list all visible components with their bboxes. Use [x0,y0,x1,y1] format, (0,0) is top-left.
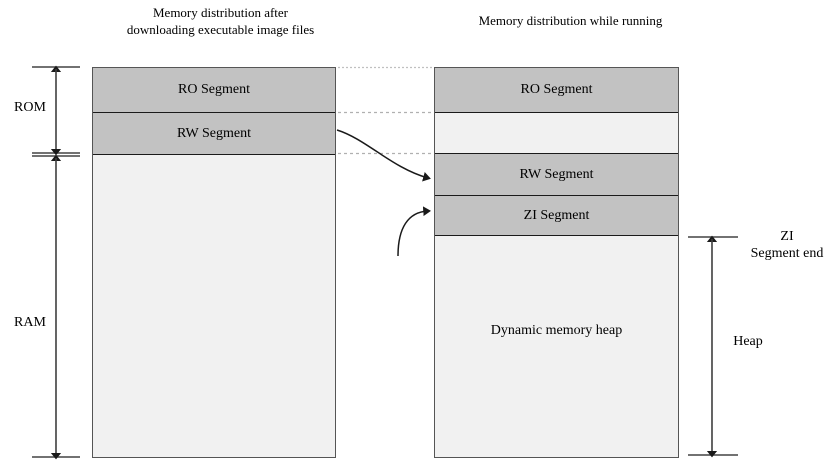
right-column-title: Memory distribution while running [478,13,663,28]
left-ro-segment: RO Segment [93,68,335,113]
zi-segment-end-label: ZI Segment end [750,229,824,261]
ram-measure-label: RAM [14,315,46,330]
right-rw-segment: RW Segment [435,154,678,196]
left-rw-segment: RW Segment [93,113,335,155]
dynamic-memory-heap-label: Dynamic memory heap [490,323,623,338]
heap-measure-label: Heap [733,334,763,349]
rom-measure-label: ROM [14,100,46,115]
left-column-title: Memory distribution after downloading ex… [126,5,315,37]
connector-dotted-lines [338,66,432,155]
memory-column-while-running: RO Segment RW Segment ZI Segment Dynamic… [434,67,679,458]
zi-creation-arrow [397,206,431,257]
ram-dimension [32,154,80,460]
rw-relocation-arrow [336,129,431,182]
right-empty-gap [435,113,678,154]
right-zi-segment: ZI Segment [435,196,678,236]
right-ro-segment: RO Segment [435,68,678,113]
memory-column-after-download: RO Segment RW Segment [92,67,336,458]
